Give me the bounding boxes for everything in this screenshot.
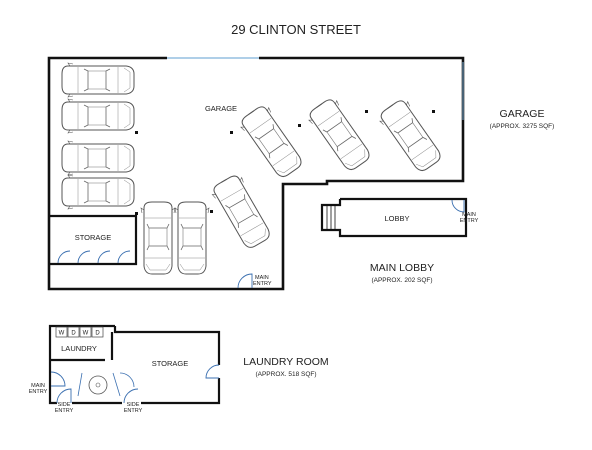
car — [61, 62, 135, 98]
garage-storage-label: STORAGE — [75, 233, 112, 242]
laundry-side-entry-door-1 — [56, 388, 72, 404]
lobby-room — [320, 197, 468, 238]
side-entry-1-label-2: ENTRY — [55, 408, 74, 414]
laundry-main-entry-door — [50, 371, 66, 387]
laundry-room-walls — [48, 324, 221, 405]
garage-main-entry-door — [237, 273, 253, 289]
side-entry-1-label-1: SIDE — [58, 402, 71, 408]
car — [304, 95, 376, 175]
car — [61, 98, 135, 134]
washer-dryer-row: W D W D — [55, 326, 104, 338]
car — [61, 140, 135, 176]
side-entry-2-label-2: ENTRY — [124, 408, 143, 414]
car — [236, 102, 308, 182]
car — [174, 201, 210, 275]
lobby-main-entry-door — [451, 199, 465, 213]
lobby-area: (APPROX. 202 SQF) — [371, 277, 432, 284]
garage-interior-label: GARAGE — [205, 104, 237, 113]
garage-area: (APPROX. 3275 SQF) — [490, 123, 555, 130]
garage-main-entry-label-1: MAIN — [255, 275, 269, 281]
laundry-heading: LAUNDRY ROOM — [243, 356, 328, 368]
machine-label: D — [71, 331, 76, 337]
machine-label: D — [95, 331, 100, 337]
lobby-interior-label: LOBBY — [384, 214, 409, 223]
machine-label: W — [59, 331, 65, 337]
storage-doors — [57, 250, 131, 264]
laundry-side-entry-door-2 — [123, 388, 139, 404]
car — [140, 201, 176, 275]
lobby-main-entry-label-1: MAIN — [462, 212, 476, 218]
car — [61, 174, 135, 210]
side-entry-2-label-1: SIDE — [127, 402, 140, 408]
laundry-label: LAUNDRY — [61, 344, 97, 353]
machine-label: W — [83, 331, 89, 337]
laundry-storage-door — [205, 364, 220, 379]
laundry-fixtures — [77, 372, 135, 397]
car — [208, 171, 276, 253]
laundry-storage-label: STORAGE — [152, 359, 189, 368]
laundry-main-entry-label-2: ENTRY — [29, 389, 48, 395]
laundry-main-entry-label-1: MAIN — [31, 383, 45, 389]
car — [375, 96, 447, 176]
garage-heading: GARAGE — [500, 108, 545, 120]
lobby-heading: MAIN LOBBY — [370, 262, 434, 274]
garage-main-entry-label-2: ENTRY — [253, 281, 272, 287]
garage-storage-room — [50, 214, 138, 266]
garage-cars — [61, 62, 447, 275]
laundry-area: (APPROX. 518 SQF) — [255, 371, 316, 378]
lobby-main-entry-label-2: ENTRY — [460, 218, 479, 224]
garage-columns — [135, 110, 435, 215]
plan-title: 29 CLINTON STREET — [231, 22, 361, 37]
